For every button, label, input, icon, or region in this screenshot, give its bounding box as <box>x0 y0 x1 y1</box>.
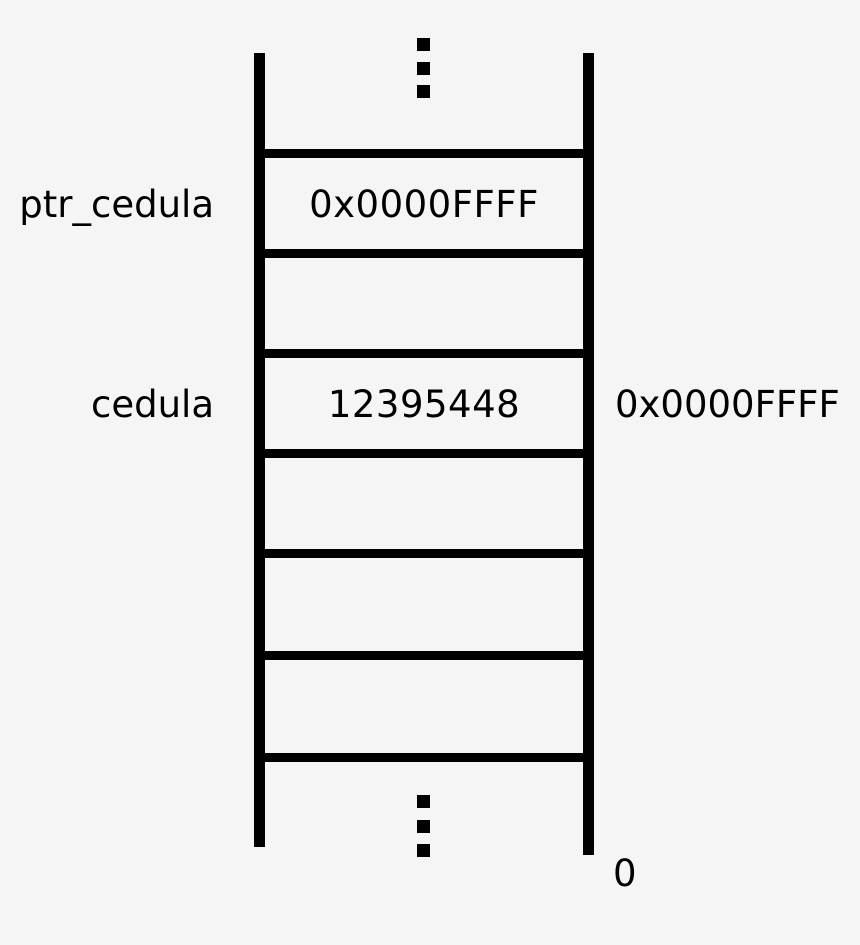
vertical-ellipsis-top-icon <box>417 38 430 98</box>
base-address-label: 0 <box>613 852 637 895</box>
cell-divider-5 <box>254 549 594 558</box>
ellipsis-dot <box>417 795 430 808</box>
ellipsis-dot <box>417 85 430 98</box>
cell-divider-3 <box>254 349 594 358</box>
ellipsis-dot <box>417 819 430 833</box>
memory-cell-value-ptr-cedula: 0x0000FFFF <box>309 183 539 226</box>
cell-divider-2 <box>254 249 594 258</box>
address-annotation-cedula: 0x0000FFFF <box>615 383 840 426</box>
vertical-ellipsis-bottom-icon <box>417 795 430 857</box>
variable-label-ptr-cedula: ptr_cedula <box>19 183 214 226</box>
variable-label-cedula: cedula <box>91 383 214 426</box>
cell-divider-1 <box>254 149 594 158</box>
ellipsis-dot <box>417 844 430 857</box>
cell-divider-4 <box>254 449 594 458</box>
ellipsis-dot <box>417 38 430 51</box>
ellipsis-dot <box>417 61 430 75</box>
memory-cell-value-cedula: 12395448 <box>327 383 521 426</box>
cell-divider-7 <box>254 753 594 762</box>
cell-divider-6 <box>254 651 594 660</box>
